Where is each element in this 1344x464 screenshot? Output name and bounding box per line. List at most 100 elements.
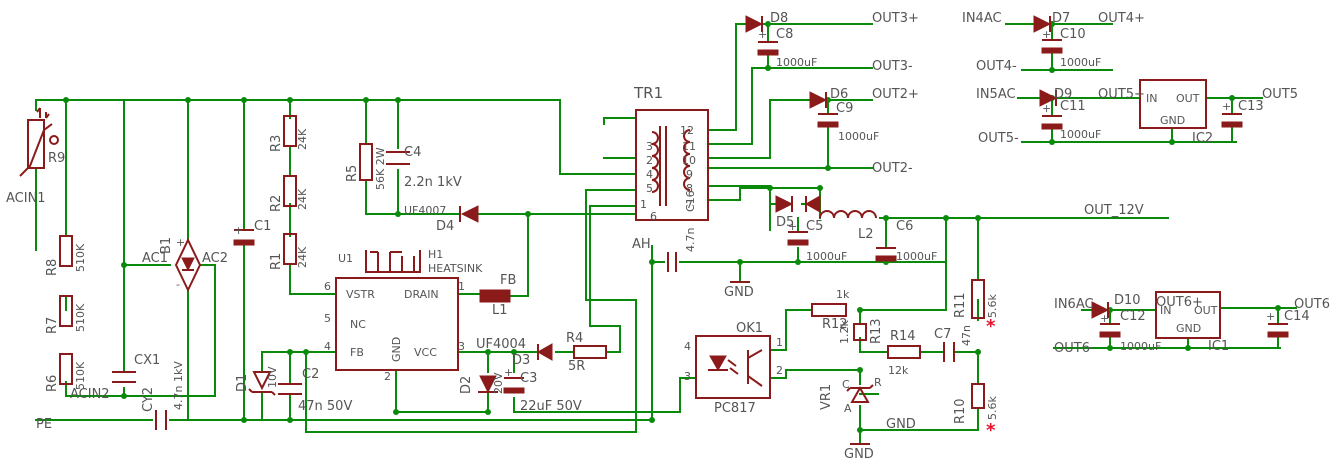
label-gnd-2: GND — [886, 417, 916, 432]
bridge-rectifier-b1 — [174, 237, 202, 293]
label-b1: B1 — [159, 237, 174, 254]
capacitor-c7 — [943, 342, 955, 362]
label-c10: C10 — [1060, 27, 1086, 42]
label-d8: D8 — [770, 11, 788, 26]
tr1-pin-9: 9 — [686, 168, 693, 181]
label-in6ac: IN6AC — [1054, 297, 1094, 312]
label-c5: C5 — [806, 219, 823, 234]
tr1-pin-4: 4 — [646, 168, 653, 181]
label-l2: L2 — [858, 227, 874, 242]
label-pe: PE — [36, 417, 52, 432]
resistor-r3 — [283, 115, 297, 147]
value-cy2: 4.7n 1kV — [172, 361, 185, 410]
zener-d2 — [478, 375, 498, 394]
transformer-tr1 — [635, 109, 709, 221]
label-r5: R5 — [345, 165, 360, 182]
resistor-r7 — [59, 295, 73, 327]
inductor-l2 — [819, 210, 877, 219]
label-r1: R1 — [269, 253, 284, 270]
capacitor-c14 — [1267, 323, 1289, 338]
ic1-pin-gnd: GND — [1176, 322, 1201, 335]
label-gnd-3: GND — [844, 447, 874, 462]
diode-d9 — [1039, 89, 1058, 107]
resistor-r8 — [59, 235, 73, 267]
label-c9: C9 — [836, 101, 853, 116]
diode-d4 — [459, 205, 479, 223]
ok1-pin-3: 3 — [684, 370, 691, 383]
value-r7: 510K — [74, 303, 87, 332]
heatsink-h1 — [365, 250, 421, 273]
resistor-r14 — [887, 345, 921, 359]
capacitor-cx1 — [112, 371, 136, 383]
capacitor-c1 — [233, 229, 255, 246]
label-c13-plus: + — [1222, 100, 1231, 113]
value-r13: 1.2k — [838, 320, 851, 344]
label-acin2: ACIN2 — [70, 387, 110, 402]
ok1-pin-1: 1 — [776, 336, 783, 349]
tr1-pin-5: 5 — [646, 182, 653, 195]
label-pc817: PC817 — [714, 401, 756, 416]
value-d2: 20V — [492, 372, 505, 394]
label-c1: C1 — [254, 219, 271, 234]
diode-d10 — [1091, 301, 1110, 319]
tr1-pin-6: 6 — [650, 210, 657, 223]
label-out2m: OUT2- — [872, 161, 913, 176]
label-out5m: OUT5- — [978, 131, 1019, 146]
resistor-r5 — [359, 143, 373, 181]
junctions — [63, 21, 1281, 433]
label-h1: H1 — [428, 248, 443, 261]
pin-num-2: 2 — [384, 370, 391, 383]
label-c3-plus: + — [504, 366, 513, 379]
label-d6: D6 — [830, 87, 848, 102]
resistor-r10 — [971, 383, 985, 409]
pin-num-4: 4 — [324, 340, 331, 353]
value-r11: 5.6k — [986, 294, 999, 318]
label-d7: D7 — [1052, 11, 1070, 26]
tr1-pin-10: 10 — [682, 154, 696, 167]
label-r11: R11 — [953, 292, 968, 318]
label-out6: OUT6 — [1294, 297, 1330, 312]
ic2-pin-out: OUT — [1176, 92, 1200, 105]
tr1-pin-7: 7 — [686, 198, 693, 211]
value-c9: 1000uF — [838, 130, 879, 143]
ic1-pin-out: OUT — [1194, 304, 1218, 317]
value-c6: 1000uF — [896, 250, 937, 263]
pin-name-vstr: VSTR — [346, 288, 375, 301]
label-fb-net: FB — [500, 273, 516, 288]
label-c2: C2 — [302, 367, 319, 382]
value-r4: 5R — [568, 359, 585, 374]
label-vr1: VR1 — [819, 384, 834, 410]
capacitor-c5 — [787, 231, 809, 246]
label-r4: R4 — [566, 331, 583, 346]
label-c14: C14 — [1284, 309, 1310, 324]
tr1-pin-3: 3 — [646, 140, 653, 153]
value-c10: 1000uF — [1060, 56, 1101, 69]
resistor-r11 — [971, 279, 985, 319]
pin-name-nc: NC — [350, 318, 366, 331]
optocoupler-ok1 — [695, 335, 771, 399]
label-c16: C16 — [684, 190, 697, 212]
label-c11-plus: + — [1042, 102, 1051, 115]
value-r1: 24K — [296, 246, 309, 268]
label-gnd-1: GND — [724, 285, 754, 300]
label-c1-plus: + — [234, 224, 243, 237]
zener-d1 — [248, 371, 276, 396]
label-d4: D4 — [436, 219, 454, 234]
label-r8: R8 — [45, 259, 60, 276]
capacitor-c4 — [386, 151, 410, 165]
label-b1-plus: + — [176, 236, 185, 249]
label-out5p: OUT5+ — [1098, 87, 1145, 102]
value-c4: 2.2n 1kV — [404, 175, 462, 190]
capacitor-c12 — [1099, 323, 1121, 338]
diode-d6 — [809, 91, 828, 109]
pin-num-3: 3 — [458, 340, 465, 353]
value-r10: 5.6k — [986, 396, 999, 420]
capacitor-c9 — [817, 113, 839, 128]
label-b1-minus: - — [176, 278, 180, 291]
value-r5: 56K 2W — [374, 147, 387, 190]
label-out12v: OUT_12V — [1084, 203, 1144, 218]
varistor-r9 — [19, 107, 59, 177]
label-out6p: OUT6+ — [1156, 295, 1203, 310]
label-r14: R14 — [890, 329, 916, 344]
